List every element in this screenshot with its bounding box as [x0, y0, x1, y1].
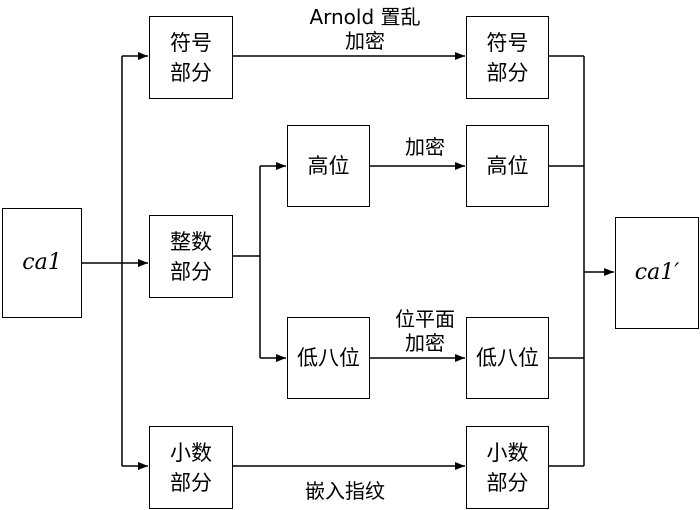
output-label: ca1′: [634, 260, 680, 285]
output-box: ca1′: [615, 217, 699, 329]
input-box: ca1: [2, 208, 82, 318]
high-bits-label: 高位: [307, 154, 350, 178]
low-eight-bits-label: 低八位: [297, 346, 360, 370]
high-bits-out-label: 高位: [486, 154, 529, 178]
fraction-part-label: 小数 部分: [170, 440, 212, 495]
integer-part-label: 整数 部分: [170, 229, 212, 284]
integer-part-box: 整数 部分: [149, 215, 233, 298]
fraction-part-box: 小数 部分: [149, 426, 233, 509]
fraction-part-out-box: 小数 部分: [466, 426, 549, 509]
embed-fingerprint-label: 嵌入指纹: [305, 479, 385, 503]
fraction-part-out-label: 小数 部分: [486, 440, 529, 495]
arnold-label-line2: 加密: [345, 29, 385, 53]
arnold-label-line1: Arnold 置乱: [309, 5, 421, 29]
sign-part-label: 符号 部分: [170, 30, 212, 85]
bitplane-label-line1: 位平面: [395, 307, 455, 331]
high-bits-box: 高位: [287, 125, 370, 207]
sign-part-out-box: 符号 部分: [466, 16, 549, 99]
sign-part-box: 符号 部分: [149, 16, 233, 99]
low-eight-bits-box: 低八位: [287, 317, 370, 399]
high-bits-out-box: 高位: [466, 125, 549, 207]
sign-part-out-label: 符号 部分: [486, 30, 529, 85]
encrypt-label: 加密: [405, 135, 445, 159]
low-eight-bits-out-label: 低八位: [476, 346, 539, 370]
input-label: ca1: [22, 250, 62, 275]
bitplane-label-line2: 加密: [405, 331, 445, 355]
low-eight-bits-out-box: 低八位: [466, 317, 549, 399]
